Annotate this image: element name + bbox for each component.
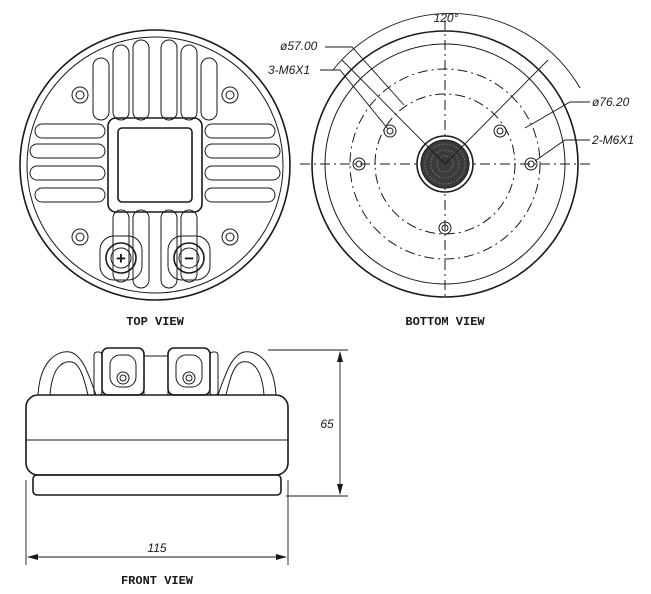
height-label: 65 [320,417,334,431]
bolt-circle-1-label: ø57.00 [280,39,318,53]
bolt-circle-1-leader [325,46,405,106]
top-view-horizontal-fins [29,123,281,203]
top-view-center-boss-inner [117,127,193,203]
positive-terminal: + [99,235,143,281]
top-view-mounting-holes [71,86,239,246]
width-label: 115 [147,541,166,555]
thread-2-label: 2-M6X1 [591,133,634,147]
front-view-negative-post [167,347,211,396]
height-arrow-bottom [337,484,343,495]
negative-terminal: − [167,235,211,281]
top-view-vertical-fins [92,39,218,289]
angle-ray-left [341,59,446,165]
negative-terminal-label: − [184,251,194,270]
front-view-label: FRONT VIEW [121,574,194,588]
width-arrow-right [276,554,287,560]
front-view-fins [37,351,277,396]
front-view-base-ring [32,474,282,496]
front-view-center-block [143,355,169,396]
top-view-center-boss-outer [107,117,203,213]
angle-label: 120° [434,11,459,25]
front-view: 65 115 FRONT VIEW [25,347,348,588]
angle-arc [332,13,581,89]
front-view-positive-post [101,347,145,396]
thread-1-leader [320,69,389,130]
bottom-view-label: BOTTOM VIEW [405,315,485,329]
bolt-circle-2-leader [524,101,590,129]
top-view-outer-rim [19,29,291,301]
bottom-view-outer-rim [311,30,579,298]
bolt-circle-2-label: ø76.20 [592,95,630,109]
top-view-inner-rim [26,36,284,294]
front-view-body [25,394,289,476]
bottom-view: 120° ø57.00 3-M6X1 ø76.20 2-M6X1 BOTTOM … [268,11,634,329]
positive-terminal-label: + [116,251,126,270]
angle-ray-right [444,59,549,165]
thread-1-label: 3-M6X1 [268,63,310,77]
height-arrow-top [337,351,343,362]
thread-2-leader [534,139,590,162]
top-view-label: TOP VIEW [126,315,184,329]
top-view: + − TOP VIEW [19,29,291,329]
bottom-view-bolt-holes [352,124,538,235]
width-arrow-left [27,554,38,560]
